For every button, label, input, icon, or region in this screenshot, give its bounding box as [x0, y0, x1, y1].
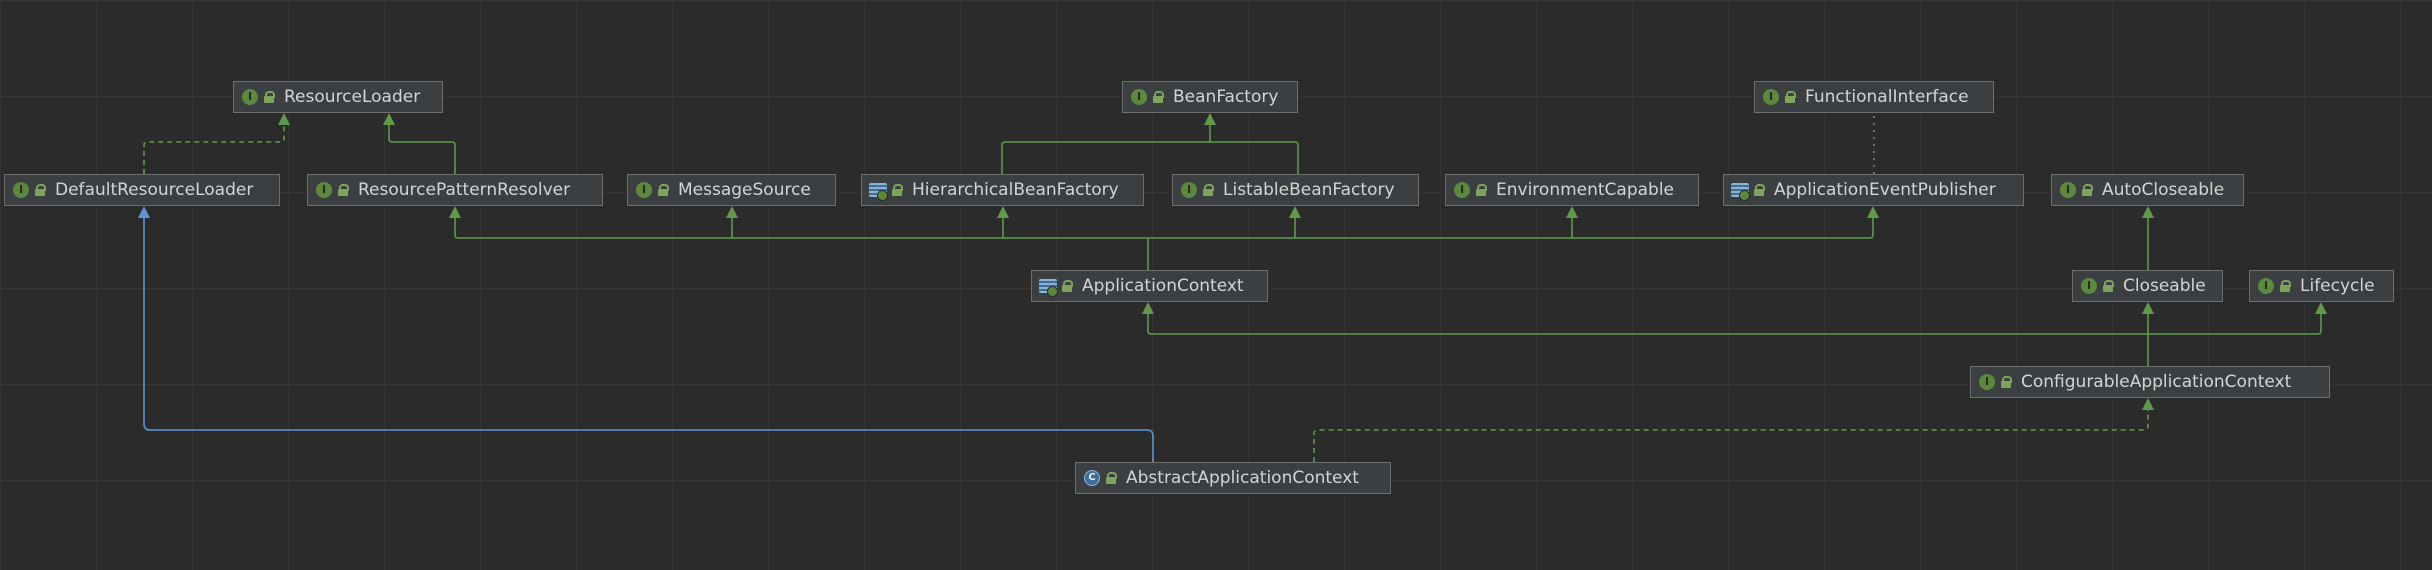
lock-icon: [1754, 183, 1765, 197]
edge-resource-pattern-resolver-to-resource-loader: [388, 125, 456, 174]
arrowhead: [1204, 113, 1216, 125]
interface-icon: [1179, 180, 1201, 200]
arrowhead: [2142, 206, 2154, 218]
lock-icon: [264, 90, 275, 104]
node-application-event-publisher[interactable]: ApplicationEventPublisher: [1723, 174, 2024, 206]
node-label: HierarchicalBeanFactory: [912, 180, 1119, 200]
lock-icon: [1062, 279, 1073, 293]
arrowhead: [1566, 206, 1578, 218]
annotation-icon: [1761, 87, 1783, 107]
lock-icon: [1106, 471, 1117, 485]
edge-abstract-to-configurable: [1313, 410, 2149, 462]
edge-abstract-to-default-resource-loader: [143, 218, 1154, 462]
arrowhead: [383, 113, 395, 125]
node-application-context[interactable]: ApplicationContext: [1031, 270, 1268, 302]
lock-icon: [2103, 279, 2114, 293]
lock-icon: [35, 183, 46, 197]
node-bean-factory[interactable]: BeanFactory: [1122, 81, 1298, 113]
arrowhead: [2142, 302, 2154, 314]
lock-icon: [658, 183, 669, 197]
interface-icon: [314, 180, 336, 200]
node-functional-interface[interactable]: FunctionalInterface: [1754, 81, 1994, 113]
arrowhead: [278, 113, 290, 125]
lock-icon: [2082, 183, 2093, 197]
arrowhead: [449, 206, 461, 218]
node-label: DefaultResourceLoader: [55, 180, 254, 200]
node-label: ApplicationContext: [1082, 276, 1244, 296]
node-abstract-application-context[interactable]: AbstractApplicationContext: [1075, 462, 1391, 494]
generic-interface-icon: [868, 180, 890, 201]
lock-icon: [1785, 90, 1796, 104]
edge-bean-factory-branches: [1001, 141, 1299, 174]
node-label: EnvironmentCapable: [1496, 180, 1675, 200]
interface-icon: [240, 87, 262, 107]
node-closeable[interactable]: Closeable: [2072, 270, 2223, 302]
lock-icon: [1203, 183, 1214, 197]
node-label: AutoCloseable: [2102, 180, 2225, 200]
node-default-resource-loader[interactable]: DefaultResourceLoader: [4, 174, 280, 206]
node-label: Closeable: [2123, 276, 2206, 296]
node-label: ResourceLoader: [284, 87, 421, 107]
node-label: BeanFactory: [1173, 87, 1279, 107]
node-configurable-application-context[interactable]: ConfigurableApplicationContext: [1970, 366, 2330, 398]
arrowhead: [138, 206, 150, 218]
arrowhead: [1289, 206, 1301, 218]
lock-icon: [1153, 90, 1164, 104]
abstract-class-icon: [1082, 468, 1104, 488]
node-label: Lifecycle: [2300, 276, 2375, 296]
generic-interface-icon: [1730, 180, 1752, 201]
node-resource-loader[interactable]: ResourceLoader: [233, 81, 443, 113]
arrowhead: [726, 206, 738, 218]
lock-icon: [338, 183, 349, 197]
lock-icon: [2001, 375, 2012, 389]
arrowhead: [2315, 302, 2327, 314]
arrowhead: [1142, 302, 1154, 314]
arrowhead: [2142, 398, 2154, 410]
interface-icon: [11, 180, 33, 200]
interface-icon: [1452, 180, 1474, 200]
interface-icon: [1129, 87, 1151, 107]
interface-icon: [2256, 276, 2278, 296]
lock-icon: [2280, 279, 2291, 293]
edge-configurable-bus: [1147, 314, 2322, 335]
node-auto-closeable[interactable]: AutoCloseable: [2051, 174, 2244, 206]
node-label: AbstractApplicationContext: [1126, 468, 1359, 488]
node-lifecycle[interactable]: Lifecycle: [2249, 270, 2394, 302]
arrowhead: [1867, 206, 1879, 218]
node-resource-pattern-resolver[interactable]: ResourcePatternResolver: [307, 174, 603, 206]
lock-icon: [1476, 183, 1487, 197]
node-label: FunctionalInterface: [1805, 87, 1969, 107]
generic-interface-icon: [1038, 276, 1060, 297]
node-message-source[interactable]: MessageSource: [627, 174, 836, 206]
node-label: ListableBeanFactory: [1223, 180, 1395, 200]
lock-icon: [892, 183, 903, 197]
interface-icon: [2079, 276, 2101, 296]
node-label: ResourcePatternResolver: [358, 180, 571, 200]
edge-application-context-bus: [454, 218, 1874, 239]
node-label: MessageSource: [678, 180, 811, 200]
node-label: ApplicationEventPublisher: [1774, 180, 1996, 200]
interface-icon: [1977, 372, 1999, 392]
interface-icon: [2058, 180, 2080, 200]
interface-icon: [634, 180, 656, 200]
node-environment-capable[interactable]: EnvironmentCapable: [1445, 174, 1699, 206]
node-label: ConfigurableApplicationContext: [2021, 372, 2292, 392]
node-hierarchical-bean-factory[interactable]: HierarchicalBeanFactory: [861, 174, 1144, 206]
arrowhead: [997, 206, 1009, 218]
node-listable-bean-factory[interactable]: ListableBeanFactory: [1172, 174, 1419, 206]
edge-default-resource-loader-to-resource-loader: [143, 125, 285, 174]
